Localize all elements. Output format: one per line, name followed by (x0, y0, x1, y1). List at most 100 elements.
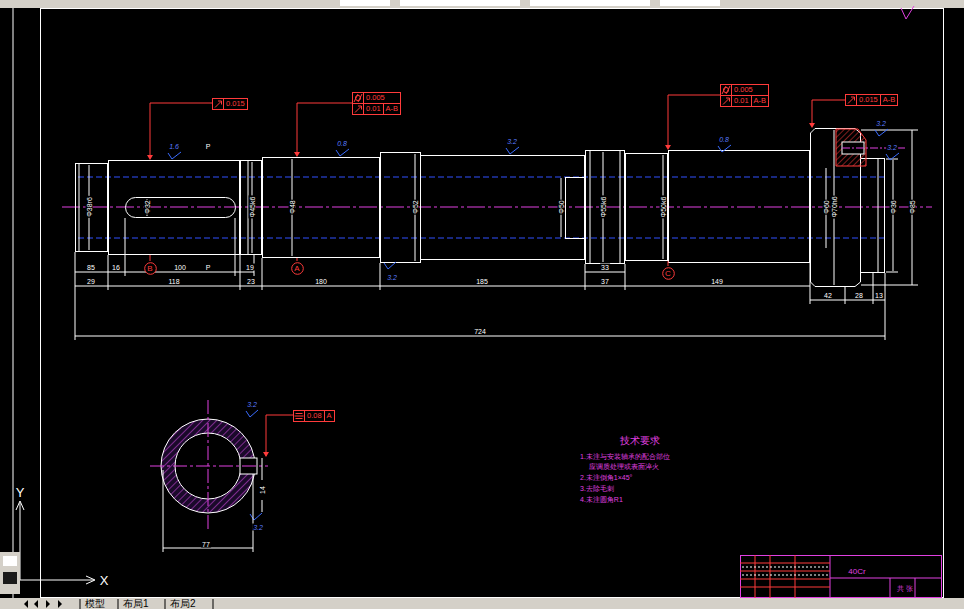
gdt-symbol (353, 104, 363, 114)
dimension: 37 (600, 278, 610, 285)
dimension: 14 (259, 485, 266, 495)
tolerance-value: 0.01 (731, 96, 751, 106)
symbol-part (291, 262, 303, 274)
diameter: Φ32 (144, 199, 151, 214)
roughness: 3.2 (875, 120, 887, 127)
dimension: 100 (173, 264, 187, 271)
tolerance-frame: 0.015A-B (845, 94, 898, 106)
tolerance-value: 0.005 (363, 93, 387, 103)
material: 40Cr (847, 568, 866, 576)
gdt-symbol (721, 96, 731, 106)
diameter: Φ48 (289, 199, 296, 214)
gdt-symbol (294, 411, 304, 421)
dimension: 29 (86, 278, 96, 285)
diameter: Φ70h6 (831, 195, 838, 218)
roughness: 3.2 (252, 524, 264, 531)
symbol-part (848, 98, 854, 104)
dimension: 85 (86, 264, 96, 271)
symbol-part (295, 416, 304, 417)
tolerance-value: 0.015 (856, 95, 880, 105)
roughness: 1.6 (168, 143, 180, 150)
symbol-part (354, 94, 358, 102)
datum-letter: B (144, 262, 157, 275)
tolerance-value: A-B (383, 104, 401, 114)
symbol-part (355, 107, 361, 113)
tolerance-frame: 0.08A (293, 410, 335, 422)
tab: 布局2 (169, 599, 197, 609)
dimension: 19 (245, 264, 255, 271)
diameter: Φ85 (909, 199, 916, 214)
dimension: 185 (475, 278, 489, 285)
dimension: 77 (201, 541, 211, 548)
note: 应调质处理或表面淬火 (588, 463, 660, 470)
section-mark: P (205, 143, 212, 150)
symbol-part (218, 101, 222, 105)
gdt-symbol (353, 93, 363, 103)
frame-row: 0.01A-B (721, 95, 768, 106)
tolerance-value: 0.01 (363, 104, 383, 114)
dimension: 180 (314, 278, 328, 285)
dimension: 28 (854, 292, 864, 299)
sheet-count: 共 张 (896, 585, 914, 592)
diameter: Φ50k6 (660, 196, 667, 219)
roughness: 3.2 (246, 401, 258, 408)
symbol-part (726, 98, 730, 102)
dimension: 13 (874, 292, 884, 299)
diameter: Φ55k6 (600, 196, 607, 219)
axis-label: Y (15, 486, 26, 499)
symbol-part (851, 97, 855, 101)
diameter: Φ45k6 (249, 196, 256, 219)
section-mark: P (205, 264, 212, 271)
tolerance-value: 0.005 (731, 85, 755, 95)
frame-row: 0.01A-B (353, 103, 400, 114)
dimension: 118 (167, 278, 180, 285)
diameter: Φ60 (823, 199, 830, 214)
tolerance-frame: 0.0050.01A-B (352, 92, 401, 115)
datum-letter: C (662, 267, 675, 280)
note: 2.未注倒角1×45° (579, 474, 633, 481)
frame-row: 0.005 (721, 85, 768, 95)
dimension: 42 (823, 292, 833, 299)
dimension: 33 (600, 264, 610, 271)
gdt-symbol (721, 85, 731, 95)
roughness: 3.2 (506, 138, 518, 145)
symbol-part (723, 99, 729, 105)
symbol-part (722, 86, 726, 94)
tolerance-frame: 0.015 (212, 98, 248, 110)
tolerance-value: 0.08 (304, 411, 324, 421)
symbol-part (358, 94, 362, 102)
symbol-part (726, 86, 730, 94)
dimension: 149 (710, 278, 724, 285)
tolerance-value: A (324, 411, 334, 421)
symbol-part (358, 106, 362, 110)
frame-row: 0.015 (213, 99, 247, 109)
symbol-part (296, 413, 303, 414)
dimension: 23 (246, 278, 256, 285)
datum-circle: A (291, 262, 304, 275)
gdt-symbol (213, 99, 223, 109)
roughness: 3.2 (386, 274, 398, 281)
tolerance-value: 0.015 (223, 99, 247, 109)
symbol-part (215, 102, 221, 108)
frame-row: 0.005 (353, 93, 400, 103)
datum-letter: A (291, 262, 304, 275)
diameter: Φ50 (558, 199, 565, 214)
roughness: 0.8 (718, 136, 730, 143)
roughness: 3.2 (886, 144, 898, 151)
roughness: 0.8 (336, 140, 348, 147)
note: 1.未注与安装轴承的配合部位 (579, 453, 671, 460)
tolerance-frame: 0.0050.01A-B (720, 84, 769, 107)
tolerance-value: A-B (880, 95, 898, 105)
note: 4.未注圆角R1 (579, 496, 624, 503)
gdt-symbol (846, 95, 856, 105)
tab: 布局1 (122, 599, 150, 609)
notes-heading: 技术要求 (619, 436, 661, 446)
axis-label: X (99, 574, 110, 587)
datum-circle: B (144, 262, 157, 275)
diameter: Φ52 (412, 199, 419, 214)
tolerance-value: A-B (751, 96, 769, 106)
tab: 模型 (84, 599, 106, 609)
frame-row: 0.015A-B (846, 95, 897, 105)
